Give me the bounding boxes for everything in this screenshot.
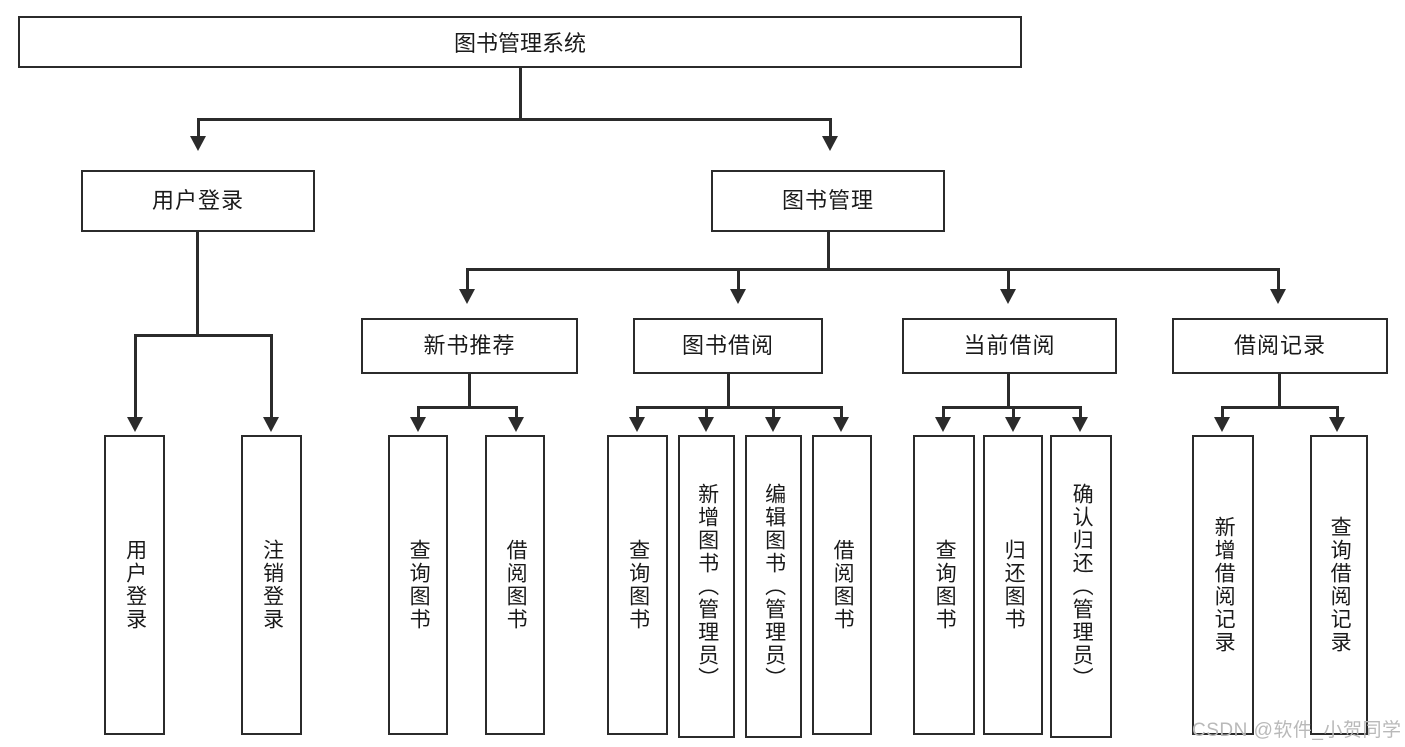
connector-rec-l1	[417, 406, 420, 418]
leaf-add-book-admin[interactable]: 新增图书（管理员）	[678, 435, 735, 738]
leaf-label: 借阅图书	[831, 539, 855, 631]
leaf-label: 查询图书	[407, 539, 431, 631]
connector-books-bus	[466, 268, 1279, 271]
connector-user-bus	[134, 334, 272, 337]
connector-rec-stem	[468, 374, 471, 408]
node-label: 用户登录	[151, 187, 244, 213]
leaf-label: 查询图书	[933, 539, 957, 631]
leaf-label: 编辑图书（管理员）	[762, 483, 786, 690]
csdn-watermark: CSDN @软件_小贺同学	[1192, 720, 1402, 741]
arrow-to-user-login	[190, 136, 206, 151]
connector-borrow-l1	[636, 406, 639, 418]
leaf-confirm-return-admin[interactable]: 确认归还（管理员）	[1050, 435, 1112, 738]
arrow-record-leaf2	[1329, 417, 1345, 432]
arrow-borrow-leaf1	[629, 417, 645, 432]
arrow-rec-leaf1	[410, 417, 426, 432]
leaf-borrow-book[interactable]: 借阅图书	[812, 435, 872, 735]
node-current-borrow[interactable]: 当前借阅	[902, 318, 1117, 374]
leaf-current-query-book[interactable]: 查询图书	[913, 435, 975, 735]
connector-borrow-l4	[840, 406, 843, 418]
connector-root-stem	[519, 68, 522, 120]
node-label: 当前借阅	[963, 332, 1056, 358]
connector-current-bus	[942, 406, 1081, 409]
leaf-rec-borrow-book[interactable]: 借阅图书	[485, 435, 545, 735]
leaf-borrow-query-book[interactable]: 查询图书	[607, 435, 668, 735]
connector-root-to-books	[829, 118, 832, 138]
arrow-to-new-book-rec	[459, 289, 475, 304]
connector-borrow-stem	[727, 374, 730, 408]
node-book-borrow[interactable]: 图书借阅	[633, 318, 823, 374]
leaf-user-login[interactable]: 用户登录	[104, 435, 165, 735]
connector-books-stem	[827, 232, 830, 270]
connector-books-c4	[1277, 268, 1280, 290]
node-new-book-recommend[interactable]: 新书推荐	[361, 318, 578, 374]
arrow-current-leaf3	[1072, 417, 1088, 432]
connector-rec-bus	[417, 406, 517, 409]
arrow-to-borrow-record	[1270, 289, 1286, 304]
connector-current-l3	[1079, 406, 1082, 418]
leaf-label: 新增借阅记录	[1212, 516, 1236, 654]
node-root-system[interactable]: 图书管理系统	[18, 16, 1022, 68]
arrow-borrow-leaf2	[698, 417, 714, 432]
node-user-login[interactable]: 用户登录	[81, 170, 315, 232]
connector-borrow-l2	[705, 406, 708, 418]
connector-root-to-user	[197, 118, 200, 138]
connector-books-c1	[466, 268, 469, 290]
connector-current-stem	[1007, 374, 1010, 408]
leaf-edit-book-admin[interactable]: 编辑图书（管理员）	[745, 435, 802, 738]
leaf-add-borrow-record[interactable]: 新增借阅记录	[1192, 435, 1254, 735]
node-borrow-record[interactable]: 借阅记录	[1172, 318, 1388, 374]
arrow-to-book-manage	[822, 136, 838, 151]
leaf-label: 查询借阅记录	[1328, 516, 1352, 654]
leaf-label: 注销登录	[260, 539, 284, 631]
connector-books-c3	[1007, 268, 1010, 290]
arrow-current-leaf2	[1005, 417, 1021, 432]
node-label: 图书管理	[781, 187, 874, 213]
node-label: 新书推荐	[423, 332, 516, 358]
connector-current-l1	[942, 406, 945, 418]
connector-borrow-l3	[772, 406, 775, 418]
arrow-current-leaf1	[935, 417, 951, 432]
leaf-return-book[interactable]: 归还图书	[983, 435, 1043, 735]
leaf-label: 归还图书	[1002, 539, 1026, 631]
node-book-management[interactable]: 图书管理	[711, 170, 945, 232]
arrow-user-leaf1	[127, 417, 143, 432]
node-label: 借阅记录	[1233, 332, 1326, 358]
connector-rec-l2	[515, 406, 518, 418]
arrow-rec-leaf2	[508, 417, 524, 432]
leaf-label: 借阅图书	[504, 539, 528, 631]
connector-user-stem	[196, 232, 199, 336]
leaf-logout-login[interactable]: 注销登录	[241, 435, 302, 735]
arrow-user-leaf2	[263, 417, 279, 432]
node-label: 图书借阅	[681, 332, 774, 358]
connector-books-c2	[737, 268, 740, 290]
connector-user-leaf1	[134, 334, 137, 418]
leaf-label: 新增图书（管理员）	[695, 483, 719, 690]
leaf-label: 用户登录	[123, 539, 147, 631]
arrow-borrow-leaf3	[765, 417, 781, 432]
connector-user-leaf2	[270, 334, 273, 418]
connector-current-l2	[1012, 406, 1015, 418]
arrow-borrow-leaf4	[833, 417, 849, 432]
leaf-query-borrow-record[interactable]: 查询借阅记录	[1310, 435, 1368, 735]
connector-record-l1	[1221, 406, 1224, 418]
arrow-record-leaf1	[1214, 417, 1230, 432]
connector-record-stem	[1278, 374, 1281, 408]
arrow-to-book-borrow	[730, 289, 746, 304]
leaf-label: 查询图书	[626, 539, 650, 631]
leaf-rec-query-book[interactable]: 查询图书	[388, 435, 448, 735]
connector-record-l2	[1336, 406, 1339, 418]
node-label: 图书管理系统	[453, 31, 586, 56]
connector-record-bus	[1221, 406, 1338, 409]
connector-borrow-bus	[636, 406, 842, 409]
connector-root-bus	[197, 118, 831, 121]
arrow-to-current-borrow	[1000, 289, 1016, 304]
leaf-label: 确认归还（管理员）	[1070, 483, 1094, 690]
